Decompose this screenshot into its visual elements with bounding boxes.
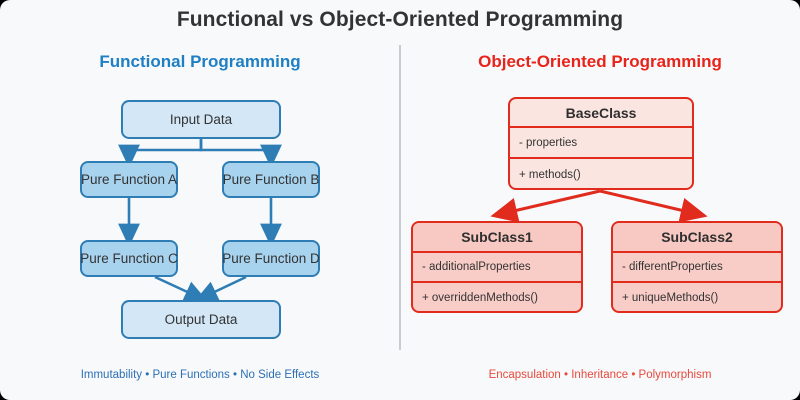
flow-node-label: Pure Function A	[80, 172, 178, 187]
uml-class-name: BaseClass	[510, 99, 692, 128]
uml-methods-row: + uniqueMethods()	[622, 292, 719, 304]
uml-class-name: SubClass2	[613, 223, 781, 253]
relation-base-to-sub2	[599, 189, 708, 223]
flow-node-pure-function-b[interactable]: Pure Function B	[222, 161, 320, 198]
flow-node-pure-function-a[interactable]: Pure Function A	[80, 161, 178, 198]
flow-node-label: Pure Function B	[222, 172, 320, 187]
functional-panel-footer: Immutability • Pure Functions • No Side …	[80, 369, 320, 381]
flow-node-pure-function-d[interactable]: Pure Function D	[222, 240, 320, 277]
flow-node-pure-function-c[interactable]: Pure Function C	[80, 240, 178, 277]
uml-class-subclass1[interactable]: SubClass1 - additionalProperties + overr…	[411, 221, 583, 313]
oop-panel-heading: Object-Oriented Programming	[478, 52, 722, 71]
flow-node-label: Pure Function D	[222, 251, 320, 266]
edge-fn-c-to-output	[154, 275, 208, 302]
uml-class-name: SubClass1	[413, 223, 581, 253]
flow-node-input-data[interactable]: Input Data	[121, 100, 281, 139]
uml-class-subclass2[interactable]: SubClass2 - differentProperties + unique…	[611, 221, 783, 313]
flow-node-output-data[interactable]: Output Data	[121, 300, 281, 339]
uml-class-baseclass[interactable]: BaseClass - properties + methods()	[508, 97, 694, 190]
edge-input-to-fn-a	[118, 139, 203, 168]
edge-input-to-fn-b	[199, 139, 282, 168]
flow-node-label: Output Data	[164, 312, 238, 327]
flow-node-label: Input Data	[169, 112, 233, 127]
page-title: Functional vs Object-Oriented Programmin…	[176, 8, 624, 31]
uml-methods-row: + overriddenMethods()	[422, 292, 539, 304]
functional-panel-heading: Functional Programming	[99, 52, 301, 71]
uml-properties-row: - properties	[510, 128, 692, 159]
uml-properties-row: - additionalProperties	[413, 253, 581, 283]
panel-divider	[399, 45, 401, 350]
uml-methods-row: + methods()	[519, 168, 581, 181]
oop-panel-footer: Encapsulation • Inheritance • Polymorphi…	[488, 369, 712, 381]
uml-properties-row: - differentProperties	[613, 253, 781, 283]
edge-fn-d-to-output	[194, 275, 247, 302]
flow-node-label: Pure Function C	[80, 251, 178, 266]
relation-base-to-sub1	[490, 189, 601, 223]
